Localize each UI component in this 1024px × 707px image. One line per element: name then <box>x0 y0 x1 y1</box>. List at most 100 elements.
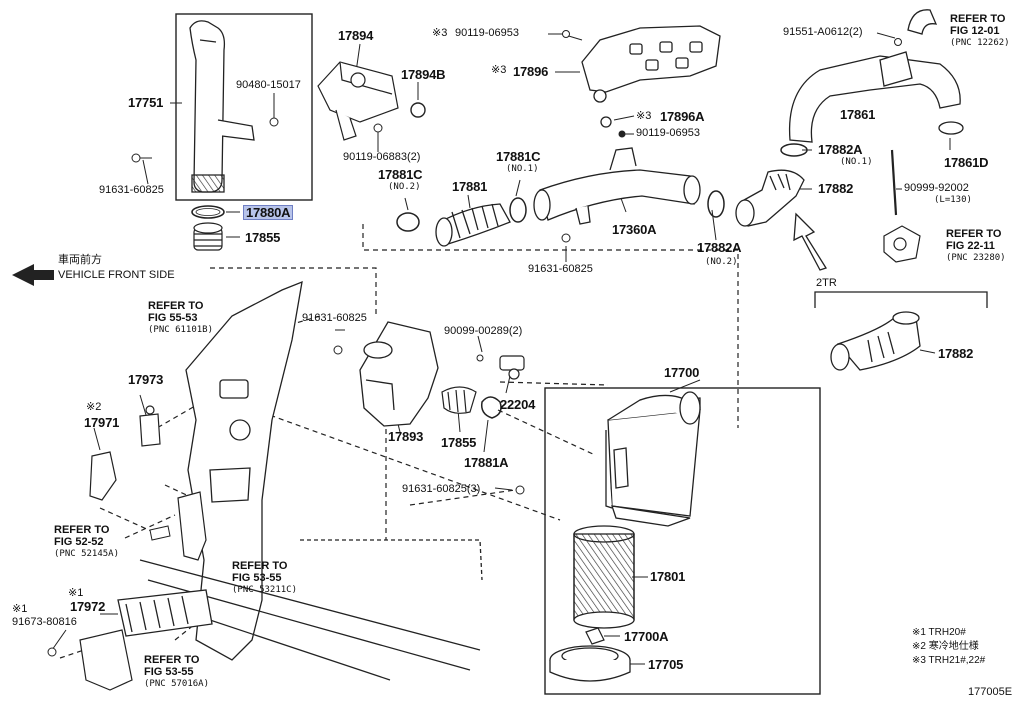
label-90119-06953-a: 90119-06953 <box>455 27 520 39</box>
label-91631-60825-a: 91631-60825 <box>99 184 164 196</box>
body-panel <box>139 280 483 681</box>
note-mark-3c: ※3 <box>636 110 652 122</box>
bolt-icon <box>894 38 902 46</box>
bolt-icon <box>562 30 570 38</box>
bolt-icon <box>47 647 57 657</box>
bolt-icon <box>269 117 279 127</box>
screw-icon <box>373 123 383 140</box>
screw-icon <box>515 485 525 495</box>
snorkel-box <box>175 13 313 201</box>
label-17894: 17894 <box>338 28 374 43</box>
label-17972: 17972 <box>70 599 106 614</box>
label-17881: 17881 <box>452 179 488 194</box>
sensor-22204 <box>499 355 525 380</box>
refer-fig-52-52[interactable]: REFER TO FIG 52-52 (PNC 52145A) <box>54 524 119 560</box>
sensor-icon <box>883 225 921 263</box>
snorkel-tube <box>189 20 255 193</box>
note-mark-1b: ※1 <box>12 603 28 615</box>
leader-lines <box>51 32 951 665</box>
bracket-17894 <box>317 61 399 141</box>
bracket-17973 <box>139 405 161 447</box>
note-mark-2: ※2 <box>86 401 102 413</box>
refer-fig-53-55-b-line1: REFER TO <box>144 654 200 666</box>
figure-id: 177005E <box>968 686 1013 698</box>
clamp-17881c-no1 <box>509 197 527 223</box>
note-1: ※1 TRH20# <box>912 627 966 638</box>
label-17882A-no1-sub: (NO.1) <box>840 157 873 167</box>
refer-fig-53-55-b[interactable]: REFER TO FIG 53-55 (PNC 57016A) <box>144 654 209 690</box>
label-17896A: 17896A <box>660 109 705 124</box>
refer-fig-53-55-a-pnc: (PNC 53211C) <box>232 585 298 595</box>
duct-17893 <box>359 321 439 427</box>
refer-fig-53-55-a[interactable]: REFER TO FIG 53-55 (PNC 53211C) <box>232 560 297 596</box>
refer-fig-12-01[interactable]: REFER TO FIG 12-01 (PNC 12262) <box>950 13 1010 49</box>
pipe-17360a <box>533 147 701 225</box>
label-90480-15017: 90480-15017 <box>236 79 301 91</box>
label-90999-92002-sub: (L=130) <box>934 195 972 205</box>
screw-icon <box>131 153 152 163</box>
label-91631-60825-b: 91631-60825 <box>528 263 593 275</box>
ring-17880a <box>191 205 225 219</box>
label-17880A-highlighted[interactable]: 17880A <box>243 205 294 220</box>
refer-fig-53-55-b-pnc: (PNC 57016A) <box>144 679 210 689</box>
label-17881C-no2-sub: (NO.2) <box>388 182 421 192</box>
label-front-jp: 車両前方 <box>58 254 102 266</box>
refer-fig-53-55-a-line2: FIG 53-55 <box>232 572 282 584</box>
clamp-icon <box>410 102 426 118</box>
label-91631-60825-3: 91631-60825(3) <box>402 483 481 495</box>
note-mark-3a: ※3 <box>432 27 448 39</box>
refer-fig-22-11-line1: REFER TO <box>946 228 1002 240</box>
direction-arrow-icon <box>793 212 827 271</box>
clamp-17881a <box>480 396 502 419</box>
label-17894B: 17894B <box>401 67 446 82</box>
label-17971: 17971 <box>84 415 120 430</box>
refer-fig-12-01-pnc: (PNC 12262) <box>950 38 1010 48</box>
note-3: ※3 TRH21#,22# <box>912 655 986 666</box>
bracket-17971 <box>89 451 117 501</box>
guide-17972 <box>117 589 213 637</box>
label-91631-60825-c: 91631-60825 <box>302 312 367 324</box>
vehicle-front-arrow-icon <box>12 264 54 286</box>
label-17700: 17700 <box>664 365 700 380</box>
refer-fig-22-11-line2: FIG 22-11 <box>946 240 995 252</box>
refer-fig-55-53-line1: REFER TO <box>148 300 204 312</box>
label-90119-06953-b: 90119-06953 <box>636 127 701 139</box>
hose-17881 <box>435 203 511 247</box>
insulator-17896 <box>581 25 721 103</box>
label-17881C-no2: 17881C <box>378 167 423 182</box>
label-17881C-no1-sub: (NO.1) <box>506 164 539 174</box>
bolt-icon <box>333 345 343 355</box>
note-mark-3b: ※3 <box>491 64 507 76</box>
refer-fig-22-11[interactable]: REFER TO FIG 22-11 (PNC 23280) <box>946 228 1006 264</box>
bolt-icon <box>561 233 571 243</box>
ring-inner <box>195 208 221 216</box>
clip-17700a <box>585 627 605 645</box>
refer-fig-53-55-b-line2: FIG 53-55 <box>144 666 194 678</box>
reinforcement-53211 <box>177 491 207 561</box>
label-91551-A0612: 91551-A0612(2) <box>783 26 863 38</box>
panel-57016 <box>79 629 133 691</box>
label-17861D: 17861D <box>944 155 989 170</box>
hose-top-icon <box>907 9 938 35</box>
label-17973: 17973 <box>128 372 164 387</box>
label-17801: 17801 <box>650 569 686 584</box>
clamp-17882a-no2 <box>707 190 725 218</box>
label-17705: 17705 <box>648 657 684 672</box>
label-90999-92002: 90999-92002 <box>904 182 969 194</box>
refer-fig-55-53[interactable]: REFER TO FIG 55-53 (PNC 61101B) <box>148 300 213 336</box>
refer-fig-22-11-pnc: (PNC 23280) <box>946 253 1006 263</box>
rod-90999 <box>890 149 898 216</box>
engine-2tr-bracket <box>814 291 988 308</box>
refer-fig-53-55-a-line1: REFER TO <box>232 560 288 572</box>
refer-fig-52-52-pnc: (PNC 52145A) <box>54 549 120 559</box>
refer-fig-52-52-line2: FIG 52-52 <box>54 536 104 548</box>
clamp-17882a-no1 <box>780 143 808 157</box>
label-17881C-no1: 17881C <box>496 149 541 164</box>
label-17893: 17893 <box>388 429 424 444</box>
note-2: ※2 寒冷地仕様 <box>912 641 979 652</box>
refer-fig-55-53-line2: FIG 55-53 <box>148 312 198 324</box>
bolt-icon <box>476 354 484 362</box>
refer-fig-52-52-line1: REFER TO <box>54 524 110 536</box>
label-17882A-no2: 17882A <box>697 240 742 255</box>
